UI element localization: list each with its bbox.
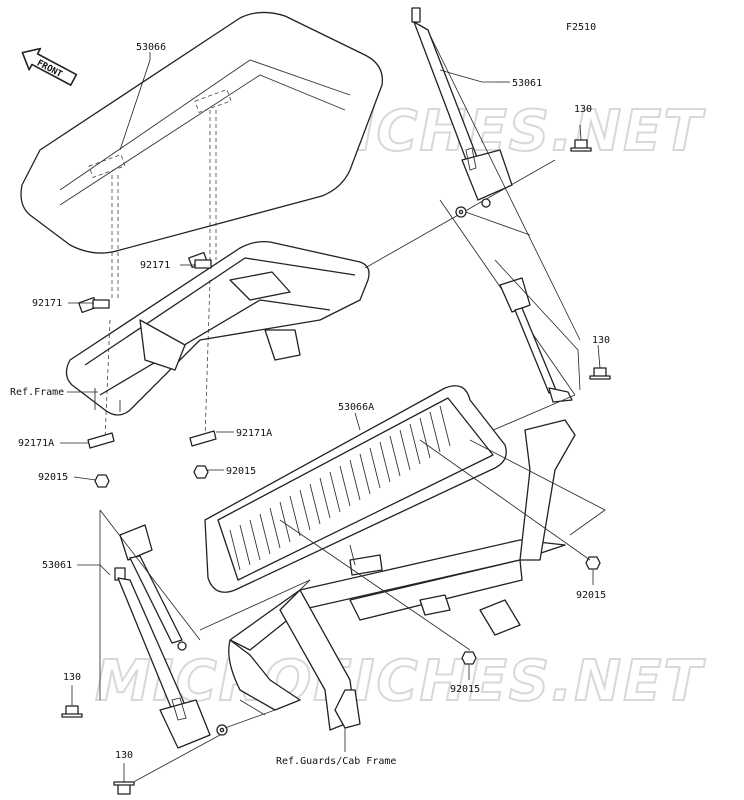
seat-belt-left	[114, 524, 211, 749]
nut-lower-center-icon	[461, 651, 477, 665]
label-seat-cushion: 53066	[136, 42, 166, 53]
label-nut-lower-center: 92015	[450, 684, 480, 695]
bracket-92171-left	[92, 299, 110, 309]
label-nut-center: 92015	[226, 466, 256, 477]
seat-belt-right-upper	[411, 7, 513, 208]
seat-back-vents	[229, 405, 451, 571]
label-92171-left: 92171	[32, 298, 62, 309]
bolt-lower-left-icon	[61, 705, 83, 718]
label-92171a-center: 92171A	[236, 428, 272, 439]
nut-center-icon	[193, 465, 209, 479]
bolt-mid-right-icon	[589, 367, 611, 380]
bolt-bottom-left-icon	[113, 781, 135, 795]
front-arrow-icon: FRONT	[21, 47, 78, 86]
label-bolt-upper-right: 130	[574, 104, 592, 115]
bracket-92171a-center	[189, 430, 217, 447]
nut-left-icon	[94, 474, 110, 488]
label-92171-top: 92171	[140, 260, 170, 271]
seat-cushion	[20, 11, 384, 254]
label-belt-right: 53061	[512, 78, 542, 89]
label-ref-guards: Ref.Guards/Cab Frame	[276, 756, 396, 767]
label-bolt-lower-left: 130	[63, 672, 81, 683]
label-92171a-left: 92171A	[18, 438, 54, 449]
buckle-right-mid	[499, 277, 573, 403]
label-bolt-bottom-left: 130	[115, 750, 133, 761]
bolt-upper-right-icon	[570, 139, 592, 152]
bracket-92171a-left	[87, 432, 115, 449]
bracket-92171-top	[194, 259, 212, 269]
cab-frame	[228, 419, 576, 731]
diagram-code: F2510	[566, 22, 596, 33]
label-bolt-mid-right: 130	[592, 335, 610, 346]
label-seat-back: 53066A	[338, 402, 374, 413]
label-belt-left: 53061	[42, 560, 72, 571]
label-nut-left: 92015	[38, 472, 68, 483]
label-ref-frame: Ref.Frame	[10, 387, 64, 398]
label-nut-right: 92015	[576, 590, 606, 601]
